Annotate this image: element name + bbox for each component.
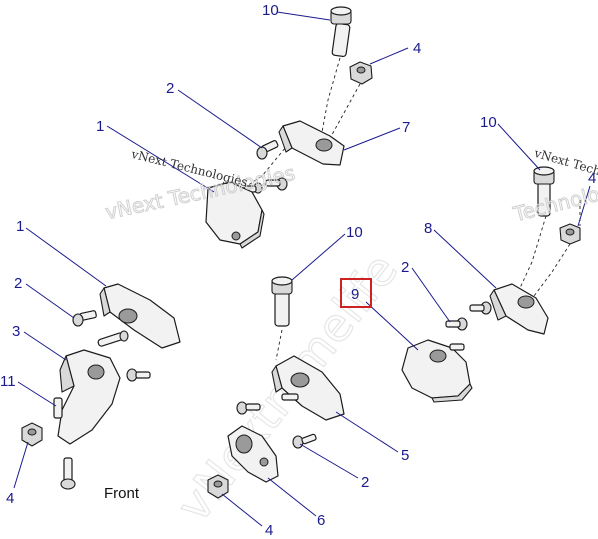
bolt-2-top (256, 140, 279, 160)
clamp-6 (227, 425, 279, 483)
callout-1-top: 1 (96, 118, 104, 135)
callout-10-mid: 10 (346, 224, 363, 241)
mount-1-left (97, 283, 181, 349)
callout-4-right: 4 (588, 170, 596, 187)
left-assembly (21, 283, 181, 490)
top-right-assembly (519, 166, 581, 297)
bolts-mid (236, 401, 317, 449)
callout-4-top: 4 (413, 40, 421, 57)
callout-2-top: 2 (166, 80, 174, 97)
nut-4-right (559, 223, 581, 245)
callout-2-left: 2 (14, 275, 22, 292)
bolt-10-mid (271, 276, 293, 327)
callout-2-right: 2 (401, 259, 409, 276)
callout-2-bottom: 2 (361, 474, 369, 491)
leader-lines (13, 11, 591, 527)
callout-9: 9 (351, 286, 359, 303)
callout-4-bottom: 4 (265, 522, 273, 539)
nut-4-top (349, 61, 373, 85)
bolt-mid-left (126, 368, 151, 382)
bracket-7 (278, 120, 345, 166)
watermarks: vNext Technologies vNext Technologies Te… (103, 146, 598, 227)
bracket-5 (271, 355, 345, 421)
stud-11 (53, 397, 63, 419)
nut-4-left (21, 422, 43, 447)
callout-10-right: 10 (480, 114, 497, 131)
bolts-2-right (445, 301, 492, 331)
callout-11: 11 (0, 373, 16, 390)
right-assembly (401, 283, 549, 403)
nut-4-bottom (207, 474, 229, 499)
highlight-box-9 (340, 278, 372, 308)
arm-3 (57, 349, 121, 445)
callout-5: 5 (401, 447, 409, 464)
callout-10-top: 10 (262, 2, 279, 19)
callout-7: 7 (402, 119, 410, 136)
bolt-10-top (330, 6, 352, 58)
callout-3: 3 (12, 323, 20, 340)
bracket-8 (489, 283, 549, 335)
callout-6: 6 (317, 512, 325, 529)
middle-bottom-assembly (207, 276, 345, 499)
bolt-10-right (533, 166, 555, 217)
top-center-assembly (205, 6, 373, 249)
callout-4-left: 4 (6, 490, 14, 507)
bolt-bottom-left (60, 457, 76, 490)
bolt-2-left (72, 310, 97, 327)
front-label: Front (104, 485, 140, 502)
callout-8: 8 (424, 220, 432, 237)
mount-body-9 (401, 339, 473, 403)
mount-body-1-top (205, 181, 265, 249)
callout-1-left: 1 (16, 218, 24, 235)
